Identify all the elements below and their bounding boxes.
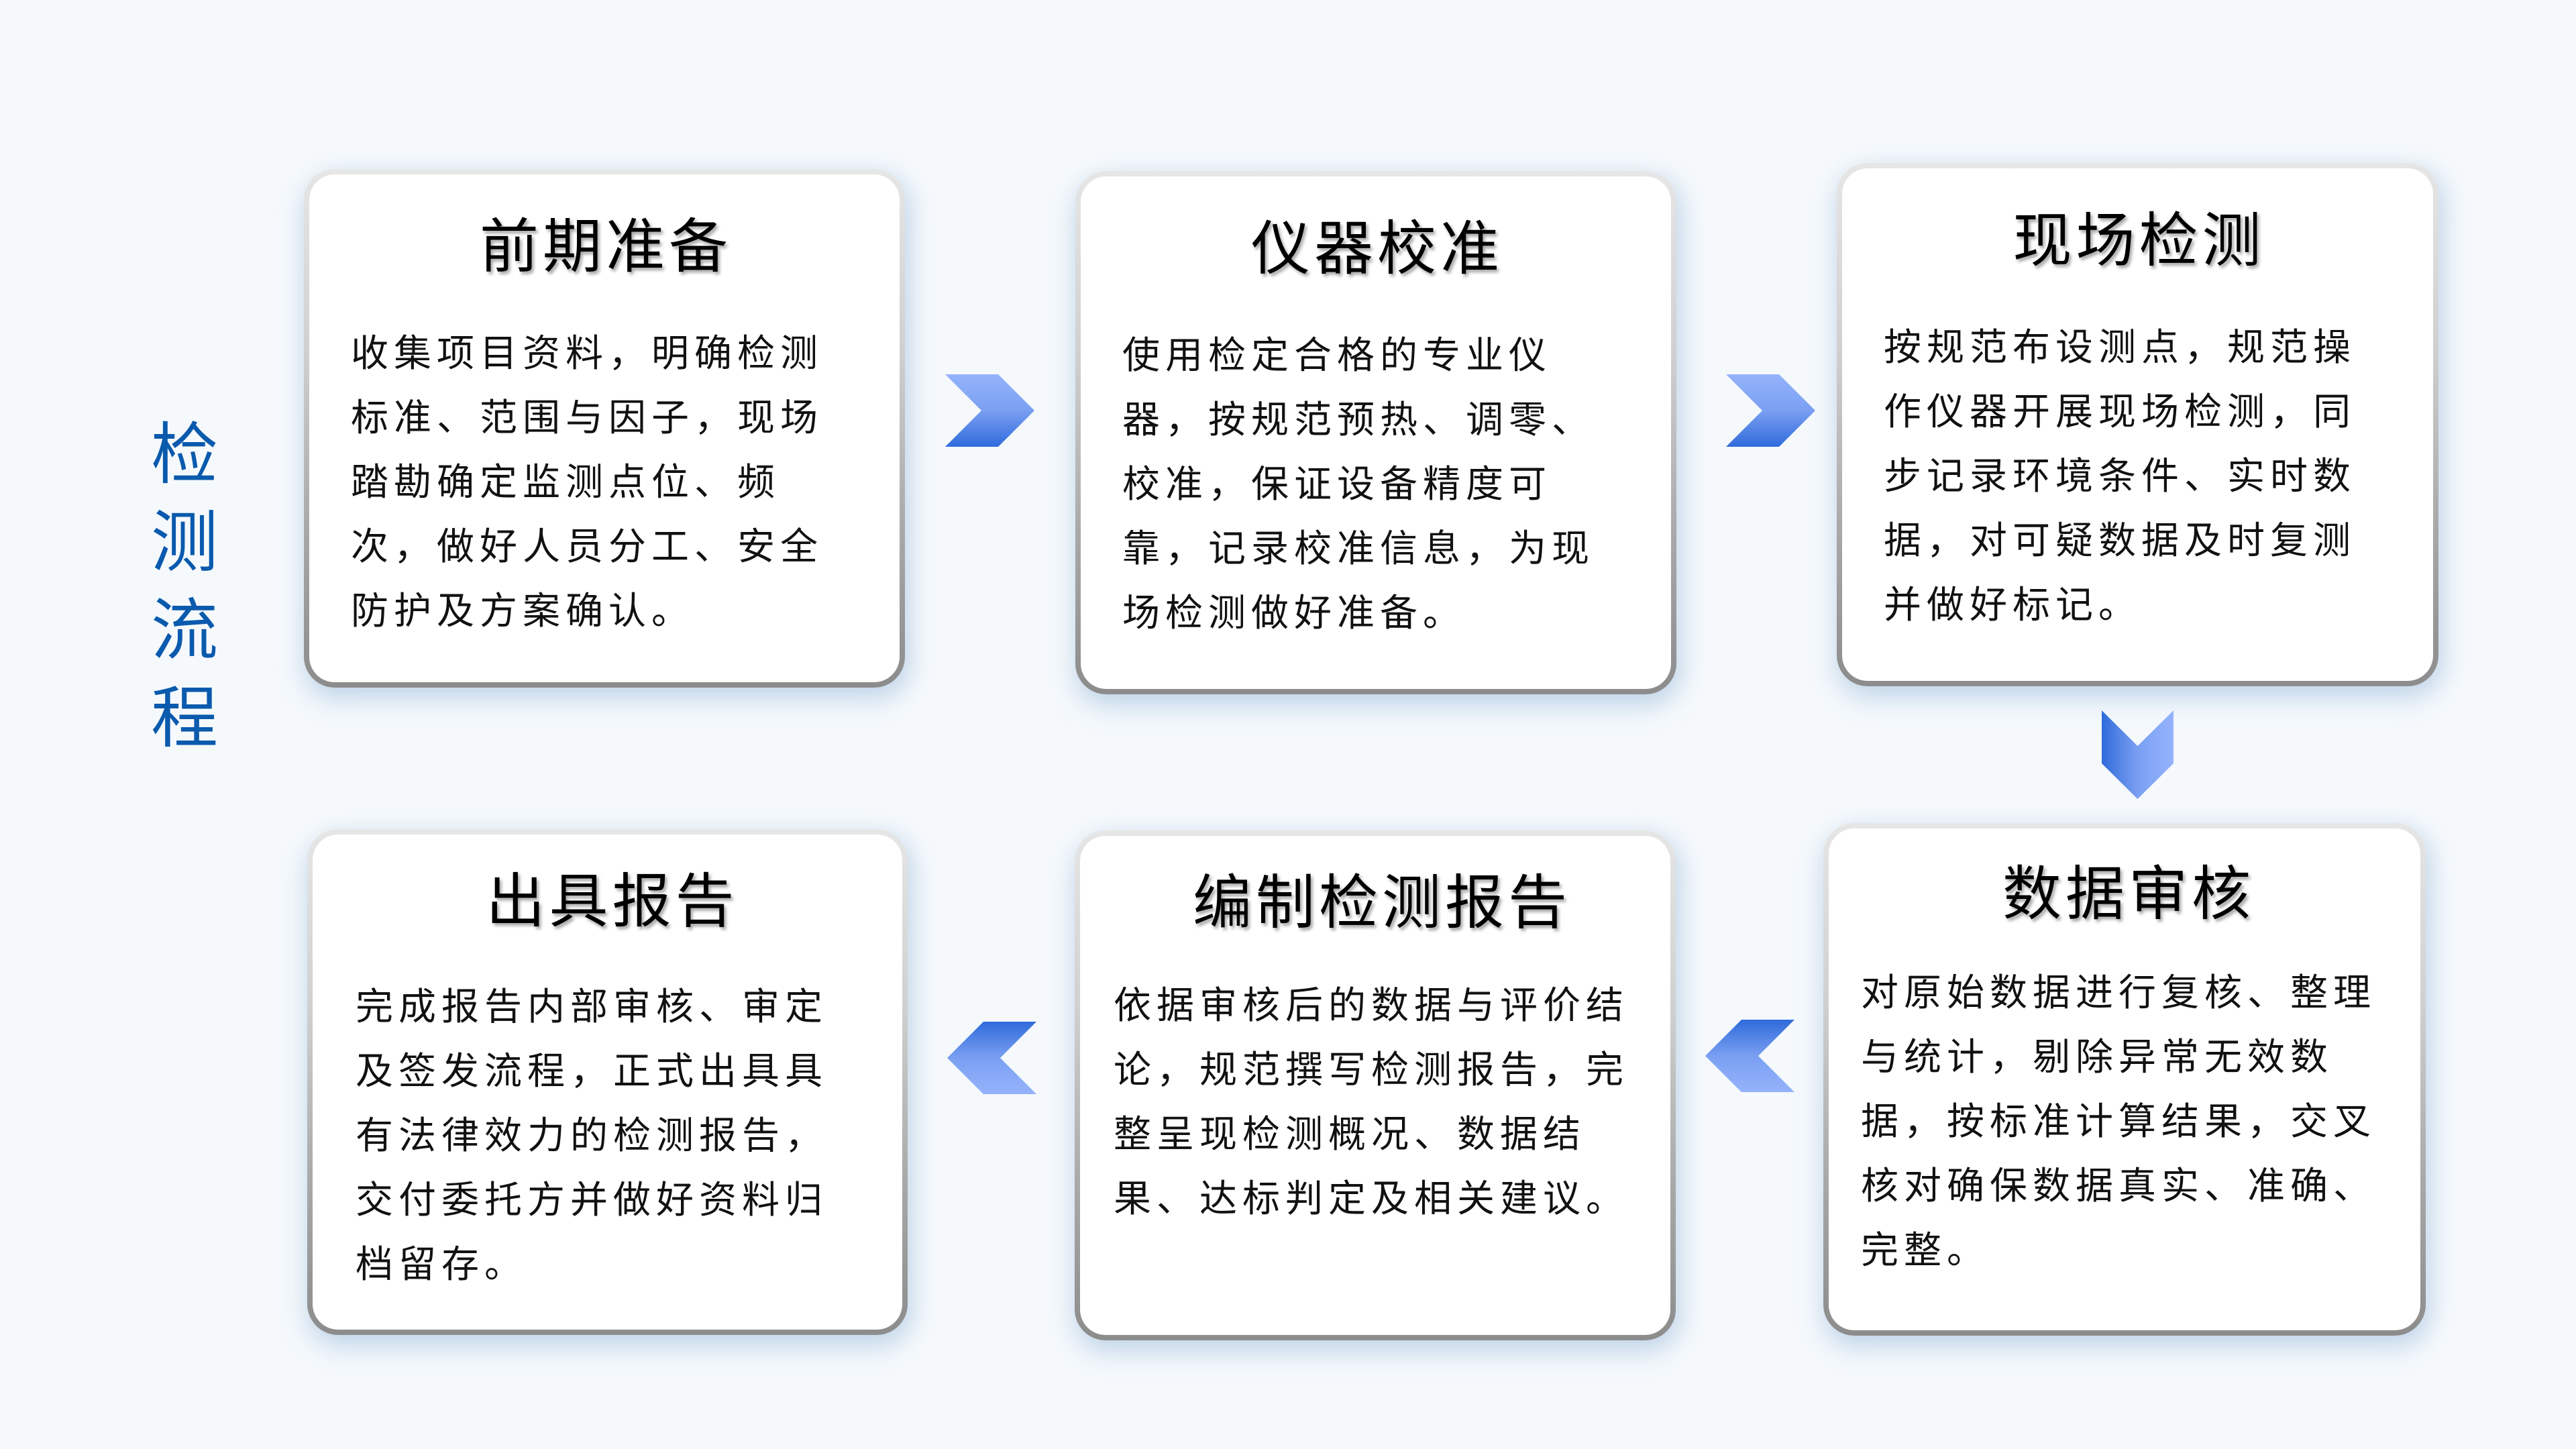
side-title: 检 测 流 程 (141, 411, 228, 762)
step-description: 完成报告内部审核、审定及签发流程，正式出具具有法律效力的检测报告，交付委托方并做… (356, 985, 828, 1287)
step-title: 仪器校准 (1250, 214, 1503, 283)
step-title: 出具报告 (486, 867, 739, 936)
chevron-left-icon (947, 1022, 1036, 1094)
step-description: 使用检定合格的专业仪器，按规范预热、调零、校准，保证设备精度可靠，记录校准信息，… (1122, 334, 1595, 635)
step-description: 对原始数据进行复核、整理与统计，剔除异常无效数据，按标准计算结果，交叉核对确保数… (1861, 971, 2376, 1273)
chevron-left-icon (1705, 1020, 1794, 1092)
step-description: 收集项目资料，明确检测标准、范围与因子，现场踏勘确定监测点位、频次，做好人员分工… (351, 332, 823, 633)
step-card-field-inspection: 现场检测 按规范布设测点，规范操作仪器开展现场检测，同步记录环境条件、实时数据，… (1837, 163, 2438, 686)
step-title: 编制检测报告 (1192, 868, 1571, 937)
step-card-data-review: 数据审核 对原始数据进行复核、整理与统计，剔除异常无效数据，按标准计算结果，交叉… (1823, 823, 2426, 1336)
step-card-issue-report: 出具报告 完成报告内部审核、审定及签发流程，正式出具具有法律效力的检测报告，交付… (307, 829, 908, 1335)
step-description: 依据审核后的数据与评价结论，规范撰写检测报告，完整呈现检测概况、数据结果、达标判… (1114, 984, 1629, 1221)
step-title: 前期准备 (479, 212, 732, 281)
chevron-right-icon (945, 374, 1034, 447)
step-title: 现场检测 (2012, 206, 2265, 275)
chevron-down-icon (2102, 710, 2174, 799)
side-title-char: 程 (151, 679, 218, 757)
step-card-preparation: 前期准备 收集项目资料，明确检测标准、范围与因子，现场踏勘确定监测点位、频次，做… (304, 169, 905, 688)
side-title-char: 检 (151, 415, 218, 494)
side-title-char: 流 (151, 591, 218, 669)
step-description: 按规范布设测点，规范操作仪器开展现场检测，同步记录环境条件、实时数据，对可疑数据… (1884, 326, 2356, 627)
step-card-compile-report: 编制检测报告 依据审核后的数据与评价结论，规范撰写检测报告，完整呈现检测概况、数… (1075, 830, 1676, 1340)
step-title: 数据审核 (2002, 859, 2255, 928)
chevron-right-icon (1726, 374, 1815, 447)
side-title-char: 测 (151, 503, 218, 582)
step-card-calibration: 仪器校准 使用检定合格的专业仪器，按规范预热、调零、校准，保证设备精度可靠，记录… (1075, 171, 1676, 694)
